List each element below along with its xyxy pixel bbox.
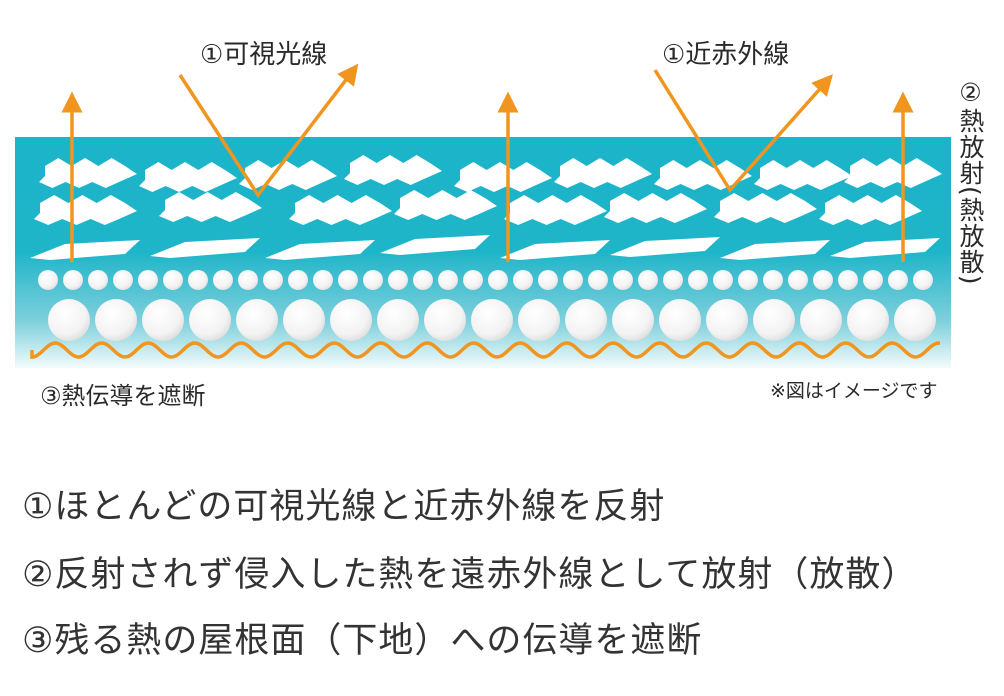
large-beads (48, 299, 936, 341)
small-bead (738, 270, 758, 290)
heat-radiation-label: ②熱放射(熱放散) (956, 78, 985, 286)
small-bead (713, 270, 733, 290)
small-bead (663, 270, 683, 290)
small-bead (588, 270, 608, 290)
visible-light-label: ①可視光線 (200, 40, 328, 70)
large-bead (753, 299, 795, 341)
large-bead (95, 299, 137, 341)
small-bead (38, 270, 58, 290)
flake (714, 193, 817, 223)
small-bead (388, 270, 408, 290)
small-bead (113, 270, 133, 290)
flake (239, 160, 337, 190)
small-bead (688, 270, 708, 290)
flake (344, 155, 442, 185)
visible-light-reflection-arrow (178, 63, 359, 199)
reflective-flakes (30, 155, 942, 260)
heat-conduction-label: ③熱伝導を遮断 (40, 382, 206, 410)
large-bead (377, 299, 419, 341)
large-bead (236, 299, 278, 341)
flake (454, 162, 552, 192)
flake (500, 240, 610, 260)
small-bead (363, 270, 383, 290)
small-bead (888, 270, 908, 290)
large-bead (847, 299, 889, 341)
small-bead (313, 270, 333, 290)
large-bead (424, 299, 466, 341)
small-bead (913, 270, 933, 290)
flake (554, 158, 652, 188)
flake (754, 160, 852, 190)
large-bead (518, 299, 560, 341)
small-bead (563, 270, 583, 290)
small-bead (263, 270, 283, 290)
flake (30, 240, 140, 260)
near-infrared-label: ①近赤外線 (662, 40, 790, 70)
small-bead (438, 270, 458, 290)
small-bead (763, 270, 783, 290)
small-bead (788, 270, 808, 290)
small-bead (538, 270, 558, 290)
large-bead (659, 299, 701, 341)
flake (34, 195, 137, 225)
small-bead (513, 270, 533, 290)
small-beads (38, 270, 933, 290)
small-bead (838, 270, 858, 290)
large-bead (800, 299, 842, 341)
small-bead (863, 270, 883, 290)
flake (39, 158, 137, 188)
arrows (61, 63, 914, 262)
large-bead (142, 299, 184, 341)
small-bead (413, 270, 433, 290)
flake (159, 192, 262, 222)
flake (819, 195, 922, 225)
small-bead (238, 270, 258, 290)
flake (289, 195, 392, 225)
near-infrared-reflection-arrow (653, 69, 833, 193)
flake (504, 195, 607, 225)
flake (844, 158, 942, 188)
flake (654, 160, 752, 190)
large-bead (330, 299, 372, 341)
large-bead (189, 299, 231, 341)
flake (139, 162, 237, 192)
large-bead (471, 299, 513, 341)
flake (830, 238, 940, 258)
small-bead (488, 270, 508, 290)
caption-2: ②反射されず侵入した熱を遠赤外線として放射（放散） (22, 555, 918, 595)
small-bead (613, 270, 633, 290)
caption-1: ①ほとんどの可視光線と近赤外線を反射 (22, 487, 666, 527)
large-bead (565, 299, 607, 341)
flake (720, 240, 830, 260)
large-bead (48, 299, 90, 341)
small-bead (63, 270, 83, 290)
flake (394, 190, 497, 220)
small-bead (288, 270, 308, 290)
small-bead (338, 270, 358, 290)
large-bead (283, 299, 325, 341)
image-note: ※図はイメージです (770, 380, 938, 402)
flake (150, 238, 260, 258)
flake (380, 235, 490, 255)
small-bead (88, 270, 108, 290)
caption-3: ③残る熱の屋根面（下地）への伝導を遮断 (22, 621, 703, 661)
small-bead (638, 270, 658, 290)
small-bead (138, 270, 158, 290)
small-bead (813, 270, 833, 290)
small-bead (213, 270, 233, 290)
heat-conduction-wave (30, 341, 941, 359)
flake (265, 240, 375, 260)
small-bead (163, 270, 183, 290)
small-bead (463, 270, 483, 290)
large-bead (706, 299, 748, 341)
small-bead (188, 270, 208, 290)
large-bead (612, 299, 654, 341)
flake (604, 193, 707, 223)
large-bead (894, 299, 936, 341)
flake (610, 237, 720, 257)
